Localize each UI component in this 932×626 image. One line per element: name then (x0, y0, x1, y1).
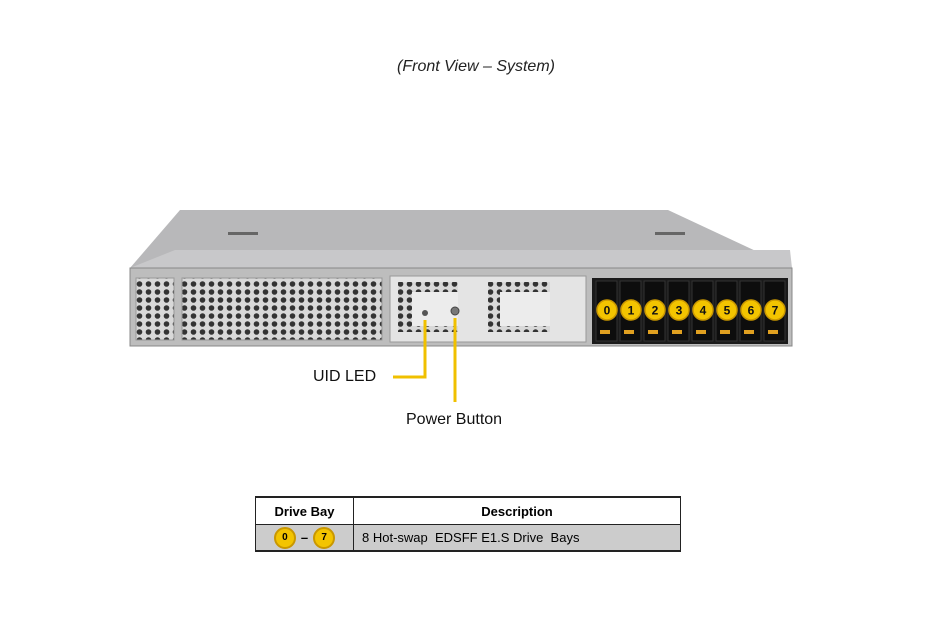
drive-bay-badge (716, 299, 738, 321)
table-header-row: Drive Bay Description (255, 496, 681, 525)
main-vent (181, 277, 383, 341)
drive-bay-badge (644, 299, 666, 321)
drive-bay-badge (596, 299, 618, 321)
range-dash: – (300, 530, 309, 545)
drive-bay-number: 2 (652, 304, 659, 318)
bay-badge-end: 7 (313, 526, 336, 549)
drive-bay-number: 0 (604, 304, 611, 318)
drive-bay-badge (668, 299, 690, 321)
drive-latch (672, 330, 682, 334)
drive-bay-badge (764, 299, 786, 321)
drive-bay-number: 1 (628, 304, 635, 318)
left-vent (135, 277, 175, 341)
drive-bay-table: Drive Bay Description 0–7 8 Hot-swap EDS… (255, 496, 681, 552)
bay-badge-start: 0 (273, 526, 296, 549)
uid-led (422, 310, 428, 316)
drive-latch (648, 330, 658, 334)
uid-led-label: UID LED (313, 368, 377, 385)
drive-bay-cell: 0–7 (255, 524, 354, 552)
drive-latch (744, 330, 754, 334)
drive-bay-badge (692, 299, 714, 321)
drive-bay-badge (620, 299, 642, 321)
figure-caption: (Front View – System) (397, 58, 555, 75)
table-row: 0–7 8 Hot-swap EDSFF E1.S Drive Bays (255, 524, 681, 552)
drive-bay-badge (740, 299, 762, 321)
power-button-label: Power Button (406, 411, 503, 428)
drive-latch (624, 330, 634, 334)
uid-led-callout-line (393, 320, 427, 379)
drive-latch (720, 330, 730, 334)
header-description: Description (353, 496, 681, 525)
drive-latch (600, 330, 610, 334)
drive-latch (768, 330, 778, 334)
drive-bay-number: 4 (700, 304, 707, 318)
drive-latch (696, 330, 706, 334)
drive-bay-number: 6 (748, 304, 755, 318)
drive-bay-number: 5 (724, 304, 731, 318)
header-drive-bay: Drive Bay (255, 496, 354, 525)
description-cell: 8 Hot-swap EDSFF E1.S Drive Bays (353, 524, 681, 552)
drive-bay-number: 7 (772, 304, 779, 318)
power-button (450, 306, 460, 316)
drive-bay-number: 3 (676, 304, 683, 318)
